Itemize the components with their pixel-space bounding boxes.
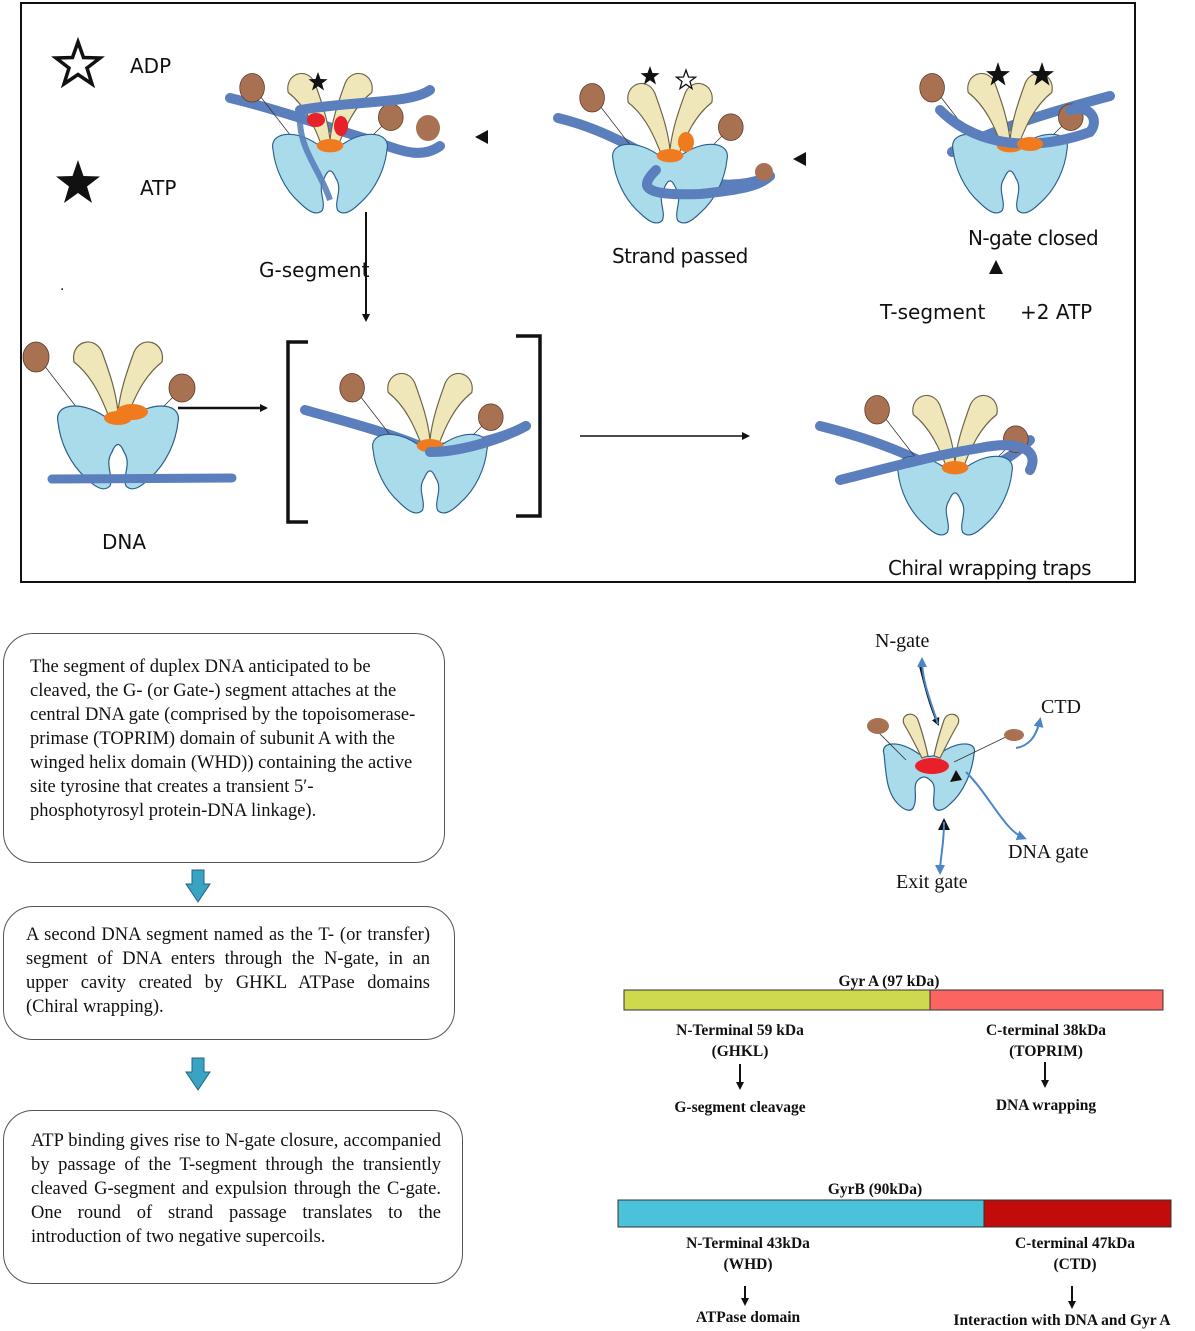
gyrase-state-chiral: [815, 394, 1038, 536]
gyra-n-terminal-bar: [623, 989, 931, 1011]
gyra-left-function: G-segment cleavage: [674, 1099, 806, 1116]
step-2-text: A second DNA segment named as the T- (or…: [26, 925, 430, 1017]
gyrase-state-3: [919, 62, 1115, 214]
gyra-right-label: C-terminal 38kDa (TOPRIM): [946, 1020, 1146, 1062]
gyrb-left-line2: (WHD): [723, 1256, 773, 1273]
gyrb-title: GyrB (90kDa): [827, 1181, 923, 1198]
gyrb-left-line1: N-Terminal 43kDa: [686, 1235, 810, 1252]
gyrb-n-terminal-bar: [617, 1199, 985, 1228]
step-box-1: The segment of duplex DNA anticipated to…: [3, 633, 445, 863]
arrowhead-left-1: [475, 130, 488, 144]
gyrase-state-2: [553, 66, 775, 224]
step-3-text: ATP binding gives rise to N-gate closure…: [31, 1131, 441, 1247]
gyrb-right-label: C-terminal 47kDa (CTD): [975, 1233, 1175, 1275]
flow-down-arrow-2: [185, 1057, 211, 1091]
strand-passed-label: Strand passed: [612, 244, 748, 268]
plus-atp-label: +2 ATP: [1020, 300, 1093, 324]
flow-down-arrow-1: [185, 869, 211, 903]
gyrase-state-dna: [22, 341, 237, 490]
gyra-c-terminal-bar: [929, 989, 1164, 1011]
chiral-wrapping-label: Chiral wrapping traps: [888, 556, 1092, 580]
arrowhead-left-2: [793, 152, 806, 166]
step-box-2: A second DNA segment named as the T- (or…: [3, 906, 455, 1040]
gyrb-right-function: Interaction with DNA and Gyr A: [953, 1312, 1171, 1329]
t-segment-label: T-segment: [880, 300, 986, 324]
gyrb-left-label: N-Terminal 43kDa (WHD): [648, 1233, 848, 1275]
ctd-label: CTD: [1041, 696, 1081, 718]
atp-star-icon: [1030, 62, 1054, 86]
n-gate-closed-label: N-gate closed: [968, 226, 1099, 250]
adp-star-icon: [674, 68, 698, 91]
dna-label: DNA: [102, 530, 147, 554]
mechanism-panel-frame: [20, 2, 1136, 583]
n-gate-label: N-gate: [875, 630, 930, 652]
dna-gate-label: DNA gate: [1008, 841, 1089, 863]
arrowhead-up: [989, 260, 1003, 274]
filled-star-icon: [56, 160, 100, 203]
gyra-left-label: N-Terminal 59 kDa (GHKL): [640, 1020, 840, 1062]
right-bracket: [516, 334, 542, 518]
gate-schematic: [867, 657, 1044, 875]
gyra-right-function: DNA wrapping: [995, 1097, 1097, 1114]
atp-star-icon: [986, 62, 1010, 86]
exit-gate-label: Exit gate: [896, 871, 968, 893]
gyrb-left-function: ATPase domain: [695, 1309, 801, 1326]
gyrase-state-1: [225, 72, 445, 214]
gyra-right-line1: C-terminal 38kDa: [985, 1022, 1107, 1039]
gyrb-c-terminal-bar: [983, 1199, 1172, 1228]
gyra-right-line2: (TOPRIM): [1009, 1043, 1083, 1060]
atp-star-icon: [308, 72, 328, 91]
atp-star-icon: [640, 66, 660, 85]
legend-atp-label: ATP: [140, 176, 177, 200]
g-segment-label: G-segment: [259, 258, 370, 282]
left-bracket: [286, 340, 308, 524]
gyra-title: Gyr A (97 kDa): [838, 973, 940, 990]
gyrase-state-g-bound: [300, 372, 531, 514]
gyrb-right-line1: C-terminal 47kDa: [1014, 1235, 1136, 1252]
stray-dot: .: [60, 278, 65, 294]
open-star-icon: [51, 36, 105, 89]
legend-adp-label: ADP: [130, 54, 172, 78]
gyra-left-line1: N-Terminal 59 kDa: [676, 1022, 804, 1039]
gyrb-right-line2: (CTD): [1053, 1256, 1097, 1273]
gyra-left-line2: (GHKL): [711, 1043, 769, 1060]
step-box-3: ATP binding gives rise to N-gate closure…: [3, 1110, 463, 1284]
step-1-text: The segment of duplex DNA anticipated to…: [30, 657, 416, 821]
